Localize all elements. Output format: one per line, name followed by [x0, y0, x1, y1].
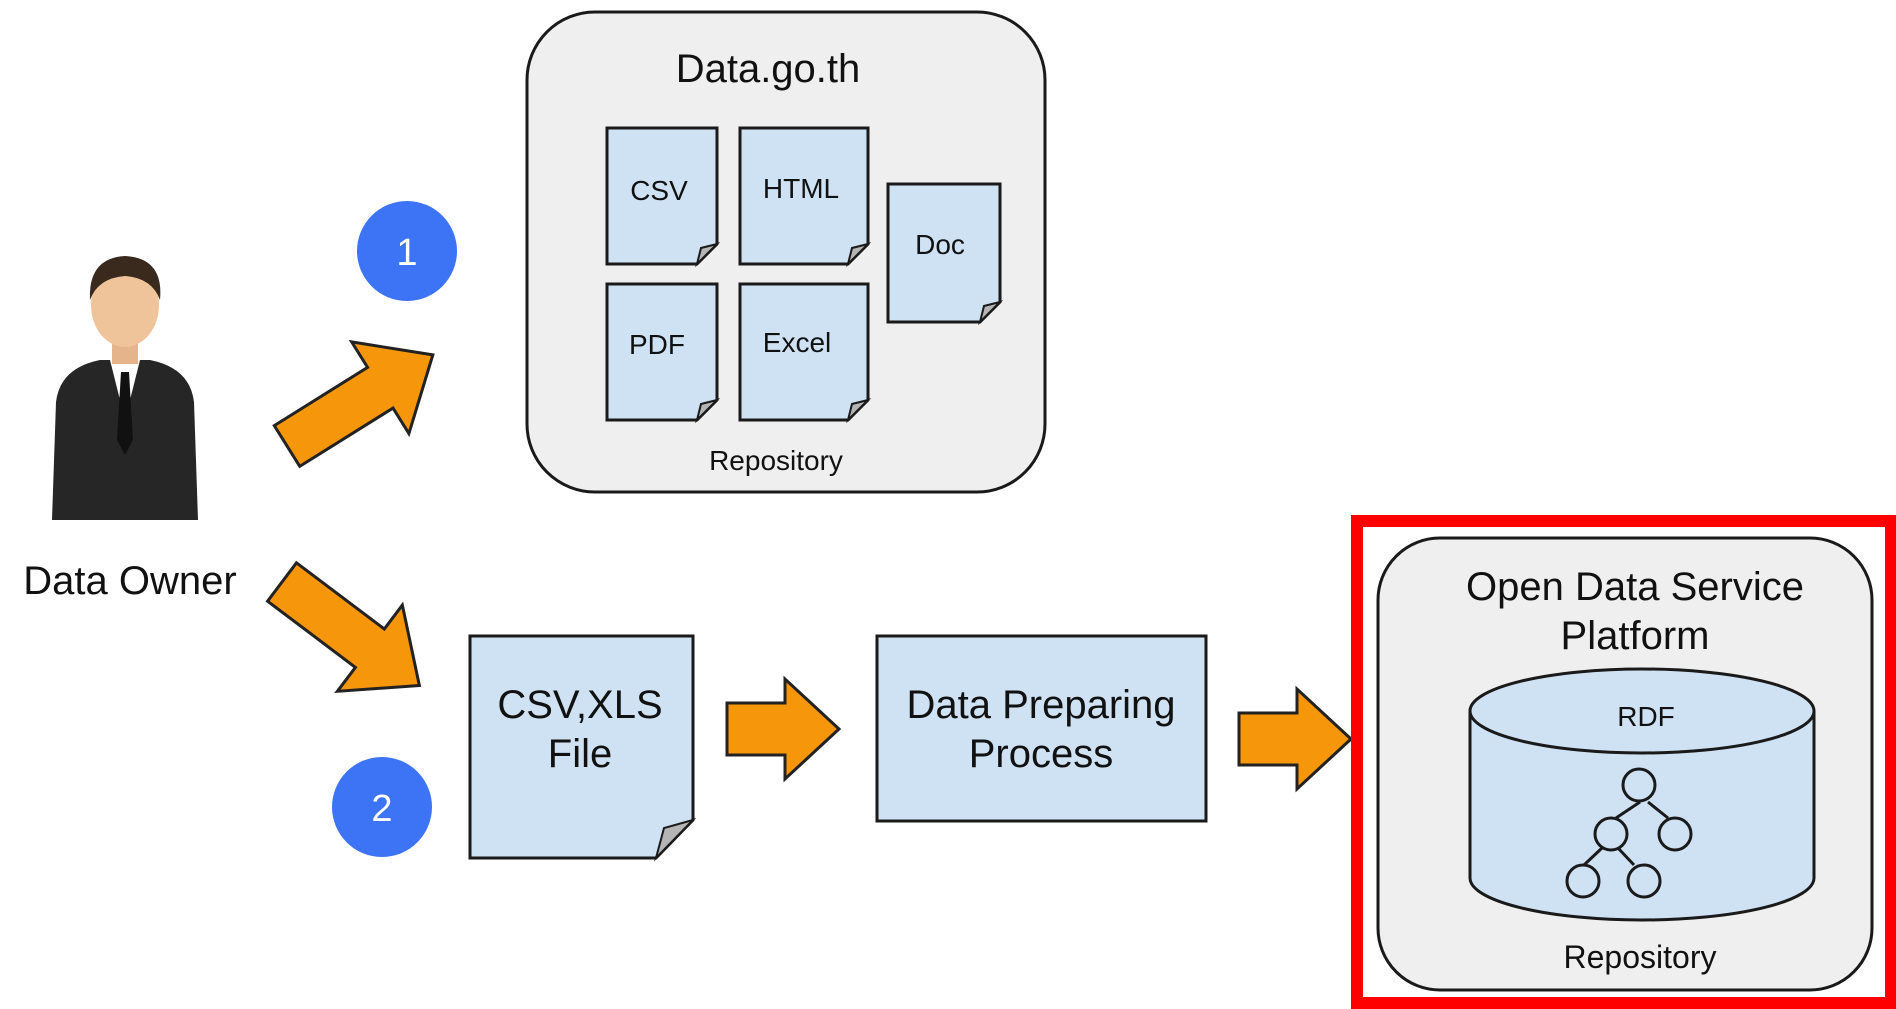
rdf-label: RDF — [1617, 701, 1675, 732]
file-label-excel: Excel — [763, 327, 831, 358]
arrow-to-process — [725, 675, 842, 783]
arrow-to-datagoth — [272, 339, 435, 469]
process-label-line1: Data Preparing — [906, 683, 1175, 727]
arrow-to-csv-file — [265, 560, 422, 694]
open-data-service-platform: Open Data Service Platform RDF Repositor… — [1376, 536, 1874, 992]
file-doc-doc: Doc — [886, 182, 1004, 326]
datagoth-repository: Data.go.th Repository CSV HTML Doc PDF — [525, 10, 1047, 494]
step-number-2: 2 — [371, 788, 392, 830]
highlight-frame — [1351, 515, 1896, 1009]
csv-xls-file: CSV,XLS File — [468, 634, 697, 862]
datagoth-title: Data.go.th — [676, 47, 861, 91]
businessman-icon — [52, 256, 198, 520]
datagoth-subtitle: Repository — [709, 445, 843, 476]
platform-title-line2: Platform — [1561, 614, 1710, 658]
platform-subtitle: Repository — [1564, 939, 1717, 975]
file-label-doc: Doc — [915, 229, 965, 260]
file-doc-csv: CSV — [605, 126, 721, 268]
step-badge-2: 2 — [332, 757, 432, 857]
step-number-1: 1 — [396, 232, 417, 274]
file-doc-excel: Excel — [738, 282, 872, 424]
file-label-pdf: PDF — [629, 329, 685, 360]
data-preparing-process: Data Preparing Process — [875, 634, 1208, 823]
file-doc-pdf: PDF — [605, 282, 721, 424]
platform-title-line1: Open Data Service — [1466, 565, 1804, 609]
tree-icon — [1565, 767, 1693, 899]
arrow-to-platform — [1237, 685, 1354, 793]
actor-label: Data Owner — [23, 559, 236, 603]
csv-file-label-line1: CSV,XLS — [497, 683, 662, 727]
file-label-html: HTML — [763, 173, 839, 204]
step-badge-1: 1 — [357, 201, 457, 301]
rdf-database: RDF — [1468, 667, 1816, 922]
process-label-line2: Process — [969, 732, 1114, 776]
file-doc-html: HTML — [738, 126, 872, 268]
csv-file-label-line2: File — [548, 732, 612, 776]
file-label-csv: CSV — [630, 175, 688, 206]
